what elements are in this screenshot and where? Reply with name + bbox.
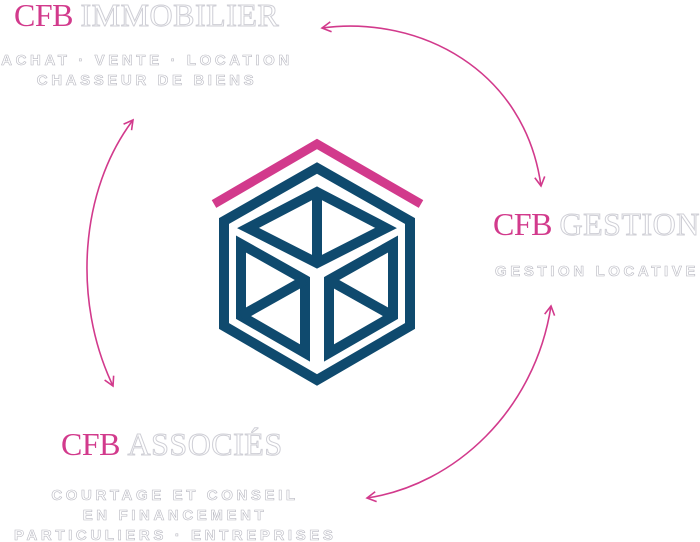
description-line: CHASSEUR DE BIENS	[36, 72, 258, 90]
cube-left-divider	[238, 275, 308, 321]
node-gestion-title: CFB GESTION	[493, 206, 700, 242]
description-line: GESTION LOCATIVE	[495, 263, 699, 281]
cube-right-divider	[326, 275, 396, 321]
hexagon-outer	[219, 162, 415, 386]
node-associes-title: CFB ASSOCIÉS	[61, 426, 283, 462]
brand-label: CFB	[61, 426, 120, 462]
service-name: ASSOCIÉS	[127, 426, 283, 462]
node-gestion-description: GESTION LOCATIVE	[494, 262, 700, 282]
description-line: ACHAT · VENTE · LOCATION	[1, 52, 293, 70]
arrow-immobilier-gestion	[320, 21, 546, 188]
arrow-gestion-associes	[365, 304, 556, 503]
node-immobilier-title: CFB IMMOBILIER	[14, 0, 280, 33]
node-associes-description: COURTAGE ET CONSEIL EN FINANCEMENT PARTI…	[14, 486, 336, 542]
brand-label: CFB	[14, 0, 73, 33]
brand-label: CFB	[493, 206, 552, 242]
service-name: IMMOBILIER	[80, 0, 280, 33]
roof-mark	[211, 138, 424, 208]
arrow-associes-immobilier	[86, 118, 134, 388]
service-name: GESTION	[559, 206, 700, 242]
node-immobilier-description: ACHAT · VENTE · LOCATION CHASSEUR DE BIE…	[0, 51, 294, 91]
description-line: EN FINANCEMENT	[82, 507, 268, 525]
description-line: COURTAGE ET CONSEIL	[51, 487, 299, 505]
description-line: PARTICULIERS · ENTREPRISES	[14, 527, 337, 542]
